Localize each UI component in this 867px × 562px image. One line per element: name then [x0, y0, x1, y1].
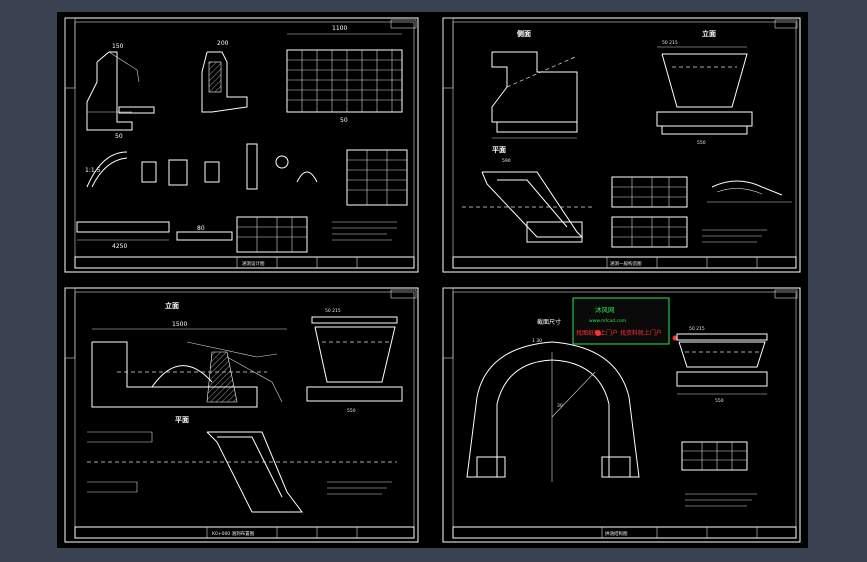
elev-label: 侧面 — [517, 29, 531, 38]
side-elevation: 侧面 — [491, 29, 578, 139]
dim-a: 150 — [112, 43, 124, 50]
dim-a: 1 30 — [532, 338, 542, 344]
wing-wall-section: 150 50 — [86, 43, 155, 140]
side-strip — [64, 17, 76, 89]
rebar-details: 1:1.5 — [85, 143, 318, 190]
sheet-frame — [64, 287, 419, 543]
watermark-ad[interactable]: 沐风网 www.mfcad.com 找图纸就上门户 找资料就上门户 — [572, 297, 670, 345]
marker-icon — [672, 335, 678, 341]
side-strip — [442, 17, 454, 89]
title-block: K0+000 涵洞布置图 — [74, 526, 415, 539]
abutment-section: 200 — [201, 40, 248, 113]
dim-b: 30 — [557, 403, 563, 409]
dim-long: 4250 — [112, 243, 127, 250]
plan-view: 平面 — [87, 416, 397, 513]
sheet-bottom-right: 截面尺寸 1 30 30 沐风网 www.mfcad.com 找图纸就上门户 找… — [442, 287, 801, 543]
plan-view: 平面 590 — [462, 146, 592, 243]
dim-width: 550 — [697, 140, 706, 146]
side-section: 50 215 550 — [306, 308, 403, 414]
reinforcement-grid: 1100 50 — [286, 25, 403, 124]
notes-block — [327, 481, 392, 495]
title-block: 涵洞设计图 — [74, 256, 415, 269]
quantity-table-1 — [346, 149, 408, 206]
notes-block — [332, 221, 397, 241]
dim-side: 50 215 — [325, 308, 341, 314]
dim-b: 200 — [217, 40, 229, 47]
sheet-inner-frame — [452, 21, 797, 269]
dim-top: 50 215 — [662, 40, 678, 46]
long-bars: 4250 80 — [76, 221, 233, 250]
title-block: 拱涵结构图 — [452, 526, 797, 539]
plan-label: 平面 — [175, 416, 189, 424]
drawing-svg: 150 50 200 1100 — [64, 17, 801, 543]
sheet-corner-tag — [774, 19, 798, 29]
sheet-bottom-left: 立面 1500 50 215 550 平面 — [64, 287, 419, 543]
quantity-tables — [611, 176, 688, 248]
plan-label: 平面 — [492, 146, 506, 154]
front-label: 立面 — [702, 29, 716, 38]
title-block-text: 拱涵结构图 — [605, 530, 628, 537]
sheet-corner-tag — [390, 289, 417, 299]
dim-base: 550 — [715, 398, 724, 404]
grid-dim: 50 — [340, 117, 348, 124]
dim-top: 1500 — [172, 321, 187, 328]
ad-brand: 沐风网 — [595, 305, 615, 314]
sheet-top-left: 150 50 200 1100 — [64, 17, 419, 273]
dim-top: 1100 — [332, 25, 347, 32]
ad-url: www.mfcad.com — [589, 318, 626, 324]
sheet-frame — [442, 17, 801, 273]
quantity-table-2 — [236, 216, 308, 253]
cad-canvas: 150 50 200 1100 — [57, 12, 808, 548]
dim-long2: 80 — [197, 225, 205, 232]
title-block-text: K0+000 涵洞布置图 — [212, 530, 255, 537]
arch-section: 截面尺寸 1 30 30 — [466, 318, 640, 482]
side-strip — [64, 287, 76, 359]
ad-dot-icon — [595, 330, 601, 336]
embankment-detail — [707, 180, 792, 203]
dim-base: 590 — [502, 158, 511, 164]
quantity-table — [681, 441, 748, 471]
side-section: 50 215 550 — [672, 326, 768, 404]
slope-label: 1:1.5 — [85, 167, 101, 174]
title-block-text: 涵洞一般构造图 — [610, 260, 642, 267]
ad-slogan: 找图纸就上门户 找资料就上门户 — [576, 329, 662, 337]
sheet-frame — [442, 287, 801, 543]
front-label: 立面 — [165, 301, 179, 310]
section-label: 截面尺寸 — [537, 318, 561, 326]
dim-base: 550 — [347, 408, 356, 414]
title-block-text: 涵洞设计图 — [242, 260, 265, 267]
sheet-frame — [64, 17, 419, 273]
notes-block — [685, 493, 757, 507]
base-label: 50 — [115, 133, 123, 140]
sheet-inner-frame — [74, 21, 415, 269]
dim-side: 50 215 — [689, 326, 705, 332]
notes-block — [702, 229, 767, 243]
side-strip — [442, 287, 454, 359]
title-block: 涵洞一般构造图 — [452, 256, 797, 269]
front-elevation: 立面 1500 — [91, 301, 287, 408]
sheet-corner-tag — [390, 19, 417, 29]
sheet-corner-tag — [774, 289, 798, 299]
sheet-top-right: 侧面 立面 50 215 550 平面 590 — [442, 17, 801, 273]
front-elevation: 立面 50 215 550 — [656, 29, 753, 146]
ad-frame — [572, 297, 670, 345]
